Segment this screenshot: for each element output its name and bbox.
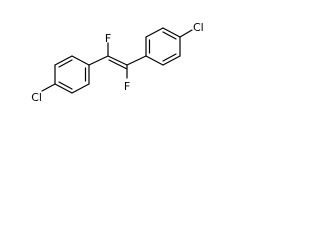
structure-diagram: Cl F F Cl: [31, 21, 204, 104]
bond: [41, 83, 56, 92]
bond: [88, 55, 109, 66]
atom-label-f-top: F: [105, 32, 111, 45]
atom-label-cl-top: Cl: [193, 21, 204, 34]
bond-lines: [41, 27, 193, 94]
bond: [179, 29, 193, 38]
atom-label-f-bottom: F: [124, 80, 130, 93]
bond: [162, 27, 181, 38]
bond: [71, 83, 90, 94]
bond: [145, 27, 164, 38]
bond: [58, 59, 73, 68]
bond: [126, 55, 147, 66]
bond: [71, 55, 90, 66]
bond: [162, 53, 177, 62]
bond: [145, 55, 164, 66]
bond: [162, 31, 177, 40]
bond: [107, 55, 128, 66]
bond: [54, 83, 73, 94]
bond: [54, 55, 73, 66]
bond: [162, 55, 181, 66]
bond: [58, 81, 73, 90]
atom-label-cl-bottom: Cl: [31, 91, 42, 104]
bond: [108, 59, 127, 70]
